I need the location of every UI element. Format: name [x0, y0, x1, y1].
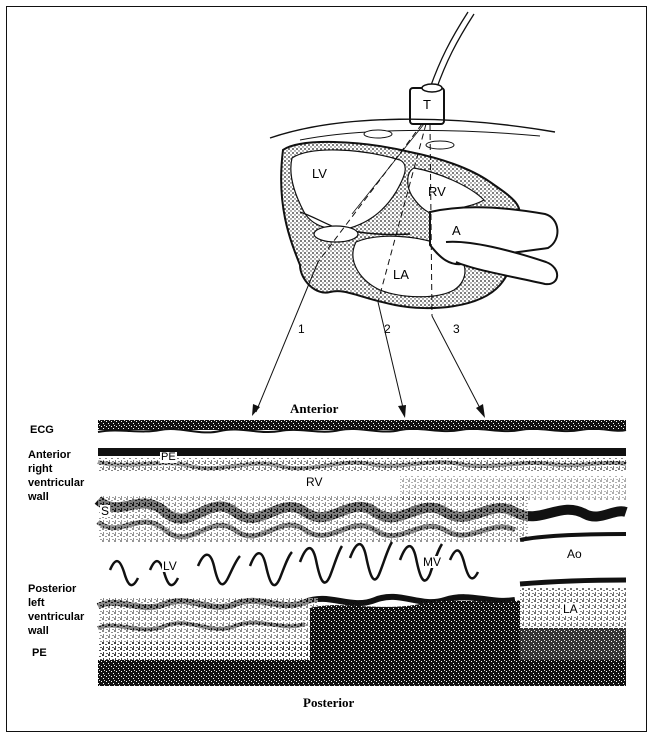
- ao-echo-label: Ao: [566, 548, 583, 560]
- la-echo-label: LA: [562, 603, 579, 615]
- posterior-band: [98, 660, 626, 686]
- beam-2-label: 2: [384, 323, 391, 335]
- la-label: LA: [393, 268, 409, 281]
- beam-3-label: 3: [453, 323, 460, 335]
- pe-top-label: PE: [160, 452, 177, 463]
- beam-1-arrow: [256, 262, 318, 412]
- transducer-cable: [430, 12, 468, 88]
- ecg-trace: [98, 429, 626, 433]
- rib: [364, 130, 392, 138]
- lv-label: LV: [312, 167, 327, 180]
- anterior-rv-wall-label: Anterior right ventricular wall: [28, 448, 84, 504]
- septum-label: S: [100, 505, 110, 517]
- posterior-lv-wall-label: Posterior left ventricular wall: [28, 582, 84, 638]
- lv-echo-label: LV: [162, 560, 178, 572]
- aortic-root: [520, 534, 626, 540]
- rv-label: RV: [428, 185, 446, 198]
- papillary: [314, 226, 358, 242]
- rv-echo-label: RV: [305, 476, 323, 488]
- posterior-caption: Posterior: [303, 696, 354, 709]
- mv-echo-label: MV: [422, 556, 442, 568]
- ecg-label: ECG: [30, 423, 54, 437]
- pe-side-label: PE: [32, 646, 47, 660]
- beam-1-label: 1: [298, 323, 305, 335]
- beam-2-arrow: [378, 302, 404, 412]
- aorta-label: A: [452, 224, 461, 237]
- transducer-label: T: [423, 98, 431, 111]
- anterior-caption: Anterior: [290, 402, 338, 415]
